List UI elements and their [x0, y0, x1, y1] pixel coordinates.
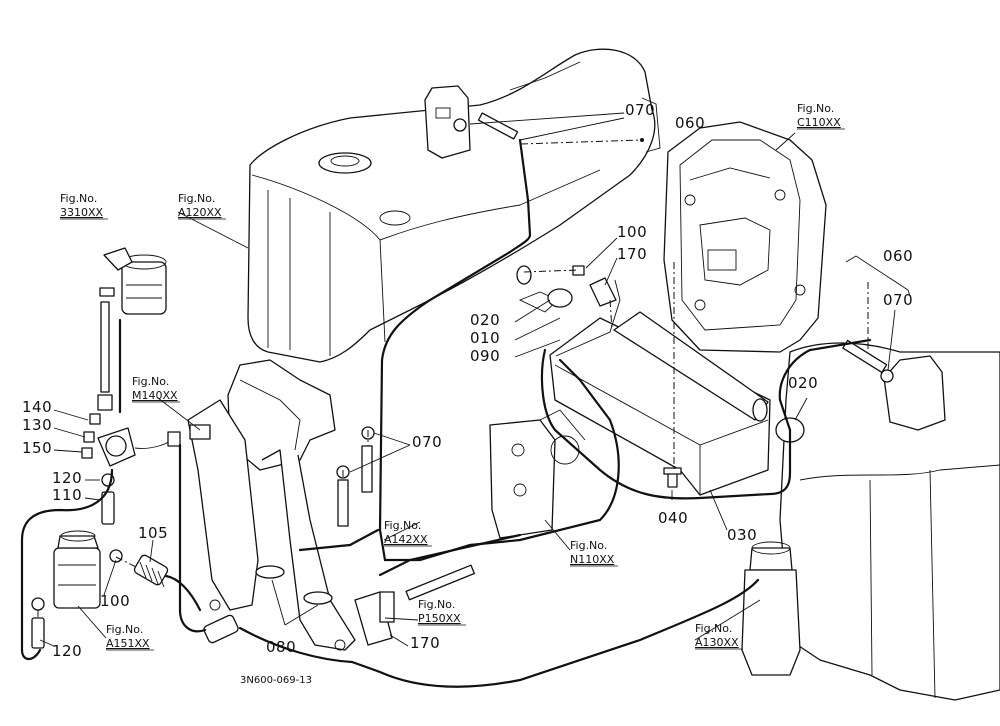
small-parts — [31, 112, 894, 649]
fig-ref-fA130: Fig.No.A130XX — [695, 622, 743, 650]
tank-cover-030 — [549, 311, 771, 496]
fig-ref-f3310: Fig.No.3310XX — [60, 192, 108, 220]
fig-ref-fN110: Fig.No.N110XX — [570, 539, 618, 567]
fig-ref-fA142: Fig.No.A142XX — [384, 519, 432, 547]
fig-ref-code: M140XX — [132, 389, 178, 402]
fig-ref-code: A120XX — [178, 206, 222, 219]
fig-ref-prefix: Fig.No. — [797, 102, 834, 115]
callout-c030: 030 — [727, 526, 757, 544]
callout-c100a: 100 — [617, 223, 647, 241]
callout-c170a: 170 — [617, 245, 647, 263]
callout-c070b: 070 — [883, 291, 913, 309]
fig-ref-prefix: Fig.No. — [132, 375, 169, 388]
fig-ref-code: A151XX — [106, 637, 150, 650]
callout-c010a: 010 — [470, 329, 500, 347]
callout-c120a: 120 — [52, 469, 82, 487]
left-mount-frame — [187, 359, 356, 651]
fig-ref-code: A130XX — [695, 636, 739, 649]
callout-c110: 110 — [52, 486, 82, 504]
callout-c090a: 090 — [470, 347, 500, 365]
fig-ref-fM140: Fig.No.M140XX — [132, 375, 180, 403]
callout-c070c: 070 — [412, 433, 442, 451]
callout-c020a: 020 — [470, 311, 500, 329]
fig-ref-fP150: Fig.No.P150XX — [418, 598, 466, 626]
figure-references: Fig.No.3310XXFig.No.A120XXFig.No.C110XXF… — [60, 102, 845, 651]
reference-lines — [37, 139, 869, 618]
bracket-060-upper — [641, 97, 661, 153]
transmission-case — [663, 121, 827, 353]
fig-ref-code: N110XX — [570, 553, 615, 566]
callout-c170b: 170 — [410, 634, 440, 652]
fig-ref-fA151: Fig.No.A151XX — [106, 623, 154, 651]
fig-ref-prefix: Fig.No. — [384, 519, 421, 532]
drawing-code: 3N600-069-13 — [240, 675, 312, 686]
fig-ref-code: A142XX — [384, 533, 428, 546]
fig-ref-fC110: Fig.No.C110XX — [797, 102, 845, 130]
mount-bracket — [489, 409, 586, 539]
leader-lines — [39, 112, 896, 647]
fig-ref-code: C110XX — [797, 116, 841, 129]
callout-c070a: 070 — [625, 101, 655, 119]
fuel-pump — [81, 413, 211, 467]
fig-ref-prefix: Fig.No. — [178, 192, 215, 205]
sub-fuel-tank — [741, 342, 1000, 701]
fig-ref-fA120: Fig.No.A120XX — [178, 192, 226, 220]
callout-c020b: 020 — [788, 374, 818, 392]
fuel-filter-lower — [53, 530, 101, 609]
fig-ref-prefix: Fig.No. — [60, 192, 97, 205]
fig-ref-code: 3310XX — [60, 206, 104, 219]
callout-c140: 140 — [22, 398, 52, 416]
fig-ref-prefix: Fig.No. — [695, 622, 732, 635]
callout-c120b: 120 — [52, 642, 82, 660]
callout-c060a: 060 — [675, 114, 705, 132]
fig-ref-prefix: Fig.No. — [570, 539, 607, 552]
callout-c105: 105 — [138, 524, 168, 542]
fig-ref-prefix: Fig.No. — [106, 623, 143, 636]
bracket-060-right — [845, 255, 911, 297]
fig-ref-prefix: Fig.No. — [418, 598, 455, 611]
fuel-filter-upper — [97, 247, 167, 411]
callout-c100b: 100 — [100, 592, 130, 610]
fig-ref-code: P150XX — [418, 612, 461, 625]
callout-labels: 0700601001700200100900600700201401301501… — [22, 101, 913, 660]
callout-c060b: 060 — [883, 247, 913, 265]
callout-c040: 040 — [658, 509, 688, 527]
fuel-tank — [247, 48, 656, 363]
callout-c150: 150 — [22, 439, 52, 457]
callout-c080: 080 — [266, 638, 296, 656]
callout-c130: 130 — [22, 416, 52, 434]
fuel-lines — [20, 138, 872, 688]
